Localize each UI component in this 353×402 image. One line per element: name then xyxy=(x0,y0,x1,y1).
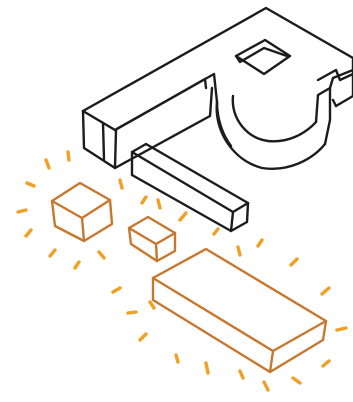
spark-dash xyxy=(120,180,122,188)
cube-piece-icon xyxy=(52,183,112,241)
spark-dash xyxy=(323,361,329,366)
cube-b-left xyxy=(129,228,157,261)
spark-dash xyxy=(128,312,136,313)
block-bowl-inner xyxy=(233,96,316,141)
spark-dash xyxy=(18,210,26,212)
spark-dash xyxy=(291,259,297,265)
spark-dash xyxy=(68,152,69,160)
block-hole-top xyxy=(236,40,290,74)
spark-dash xyxy=(113,288,120,292)
bar-top xyxy=(132,144,248,212)
cube-a-right xyxy=(84,200,112,241)
sparkle-icon xyxy=(18,152,346,390)
spark-dash xyxy=(264,382,268,390)
spark-dash xyxy=(46,160,49,168)
slab-top xyxy=(153,249,326,351)
spark-dash xyxy=(337,328,346,330)
slab-end xyxy=(270,321,326,372)
spark-dash xyxy=(142,197,146,203)
block-right-cap xyxy=(336,58,353,106)
letter-block-icon xyxy=(83,8,353,169)
spark-dash xyxy=(258,240,262,246)
spark-dash xyxy=(99,252,104,258)
spark-dash xyxy=(322,288,329,294)
spark-dash xyxy=(26,230,31,236)
spark-dash xyxy=(240,371,243,378)
block-lower-face xyxy=(115,88,212,168)
block-bowl-outer xyxy=(217,102,325,169)
spark-dash xyxy=(27,183,34,186)
cube-a-top xyxy=(52,183,110,218)
spark-dash xyxy=(176,355,178,362)
spark-dash xyxy=(293,378,300,383)
cube-b-top xyxy=(129,217,175,244)
block-cap-edge xyxy=(103,123,104,159)
block-notch-edge xyxy=(333,100,336,106)
cube-piece-icon xyxy=(129,217,175,261)
slab-front xyxy=(153,278,273,372)
block-top-edge xyxy=(83,8,353,111)
spark-dash xyxy=(75,262,79,268)
spark-dash xyxy=(214,229,218,234)
cube-a-left xyxy=(52,201,84,241)
spark-dash xyxy=(158,200,160,208)
spark-dash xyxy=(206,363,208,373)
spark-dash xyxy=(140,334,146,340)
spark-dash xyxy=(238,247,240,255)
spark-dash xyxy=(50,250,55,256)
spark-dash xyxy=(150,302,154,308)
block-right-edge xyxy=(325,88,330,144)
spark-dash xyxy=(180,213,186,220)
slab-piece-icon xyxy=(153,249,326,372)
